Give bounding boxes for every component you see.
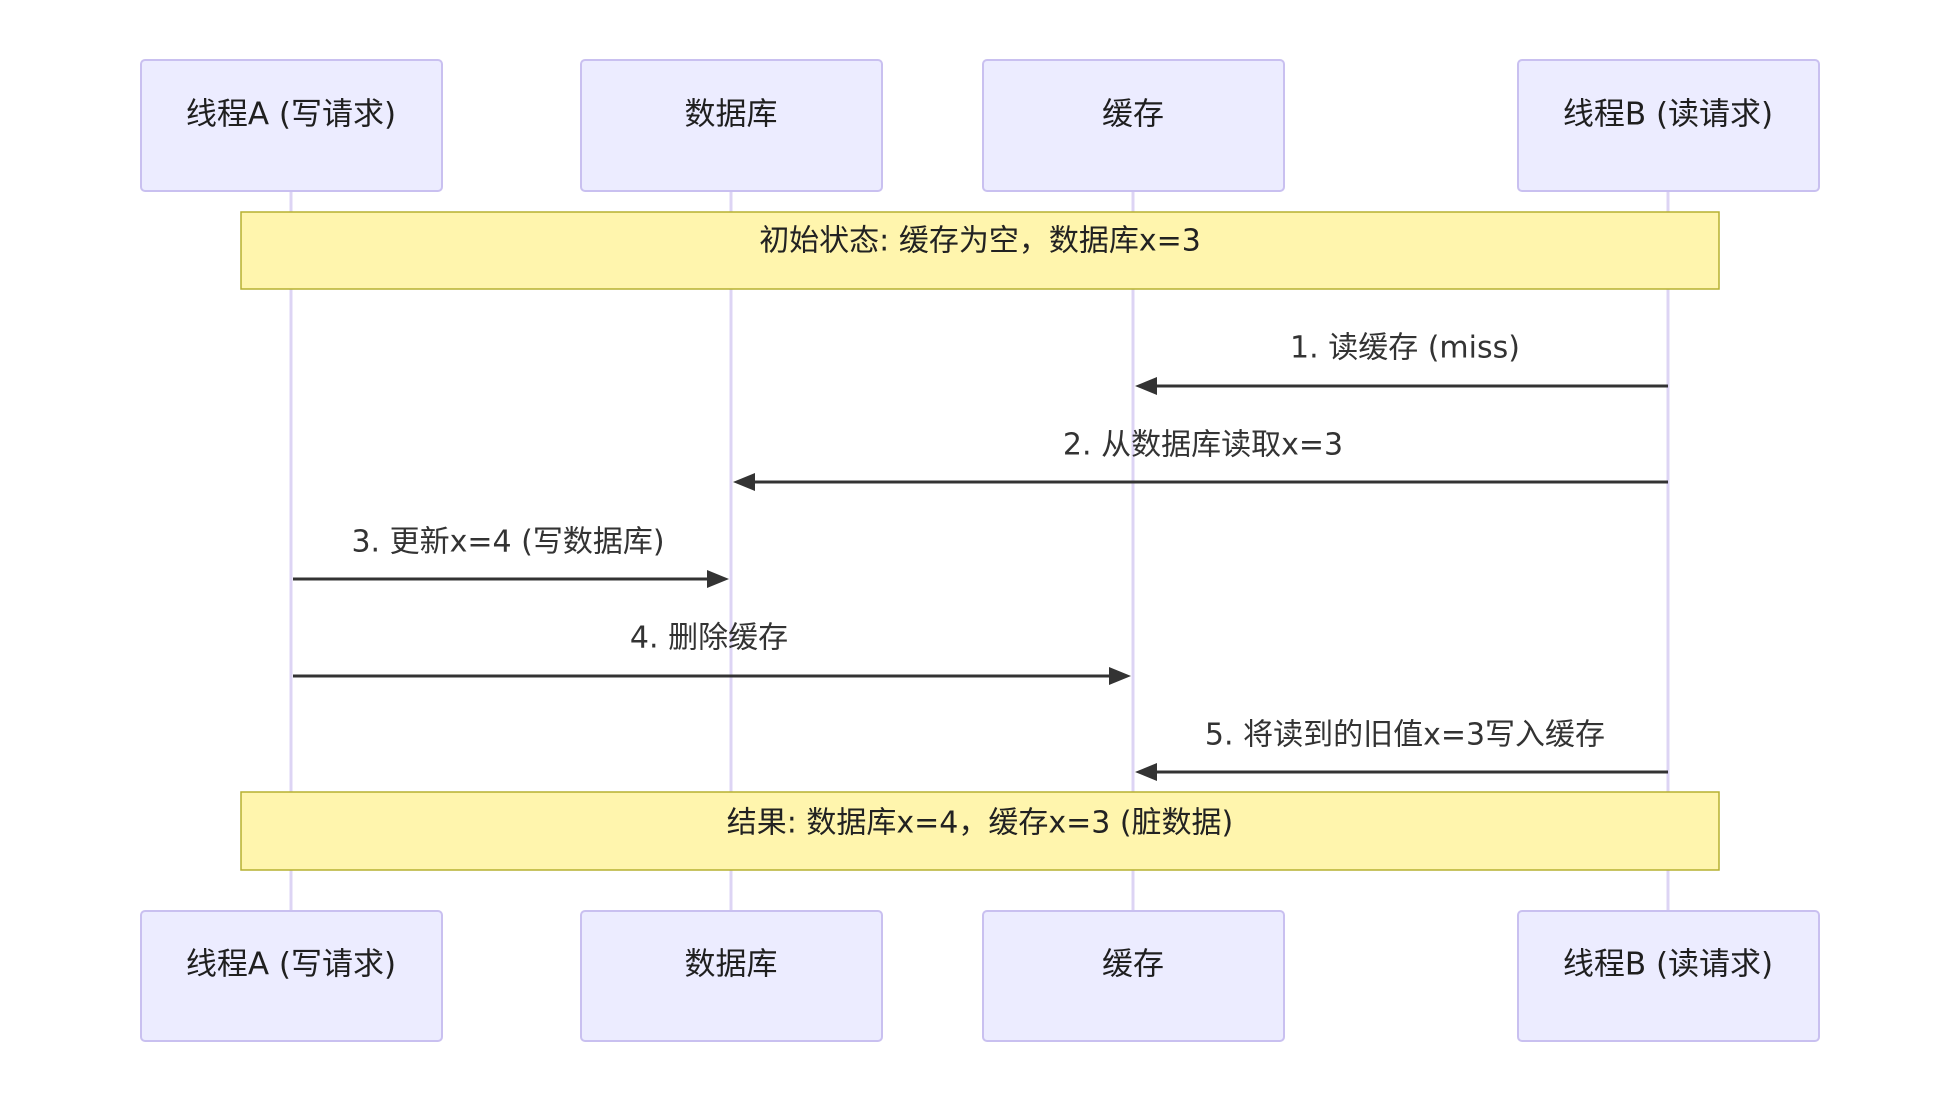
- actor-thread-a-bottom: 线程A (写请求): [140, 910, 443, 1042]
- message-3: 3. 更新x=4 (写数据库): [293, 525, 729, 588]
- actor-thread-a-top: 线程A (写请求): [140, 59, 443, 192]
- actor-cache-top: 缓存: [982, 59, 1285, 192]
- actors-bottom: 线程A (写请求) 数据库 缓存 线程B (读请求): [140, 910, 1820, 1042]
- actor-label: 线程B (读请求): [1563, 97, 1773, 133]
- actor-thread-b-bottom: 线程B (读请求): [1517, 910, 1820, 1042]
- actor-cache-bottom: 缓存: [982, 910, 1285, 1042]
- message-label: 4. 删除缓存: [630, 621, 788, 656]
- arrowhead-left: [1135, 377, 1157, 395]
- arrowhead-left: [733, 473, 755, 491]
- actor-label: 缓存: [1102, 947, 1164, 983]
- actor-label: 数据库: [685, 947, 778, 983]
- message-1: 1. 读缓存 (miss): [1135, 331, 1668, 395]
- actor-database-top: 数据库: [580, 59, 883, 192]
- message-label: 5. 将读到的旧值x=3写入缓存: [1205, 718, 1605, 753]
- message-label: 1. 读缓存 (miss): [1290, 331, 1520, 366]
- actor-label: 线程A (写请求): [186, 947, 396, 983]
- message-2: 2. 从数据库读取x=3: [733, 428, 1668, 491]
- message-label: 2. 从数据库读取x=3: [1063, 428, 1343, 463]
- arrowhead-left: [1135, 763, 1157, 781]
- arrowhead-right: [1109, 667, 1131, 685]
- actor-label: 缓存: [1102, 97, 1164, 133]
- actor-label: 数据库: [685, 97, 778, 133]
- note-initial-state: 初始状态: 缓存为空，数据库x=3: [240, 211, 1720, 290]
- note-text: 结果: 数据库x=4，缓存x=3 (脏数据): [727, 806, 1234, 841]
- actor-label: 线程B (读请求): [1563, 947, 1773, 983]
- actor-database-bottom: 数据库: [580, 910, 883, 1042]
- note-text: 初始状态: 缓存为空，数据库x=3: [759, 224, 1201, 259]
- actors-top: 线程A (写请求) 数据库 缓存 线程B (读请求): [140, 59, 1820, 192]
- arrowhead-right: [707, 570, 729, 588]
- actor-label: 线程A (写请求): [186, 97, 396, 133]
- message-label: 3. 更新x=4 (写数据库): [351, 525, 664, 560]
- note-result: 结果: 数据库x=4，缓存x=3 (脏数据): [240, 791, 1720, 871]
- actor-thread-b-top: 线程B (读请求): [1517, 59, 1820, 192]
- message-5: 5. 将读到的旧值x=3写入缓存: [1135, 718, 1668, 781]
- messages: 1. 读缓存 (miss) 2. 从数据库读取x=3 3. 更新x=4 (写数据…: [293, 331, 1668, 781]
- message-4: 4. 删除缓存: [293, 621, 1131, 685]
- lifelines: [289, 191, 1670, 911]
